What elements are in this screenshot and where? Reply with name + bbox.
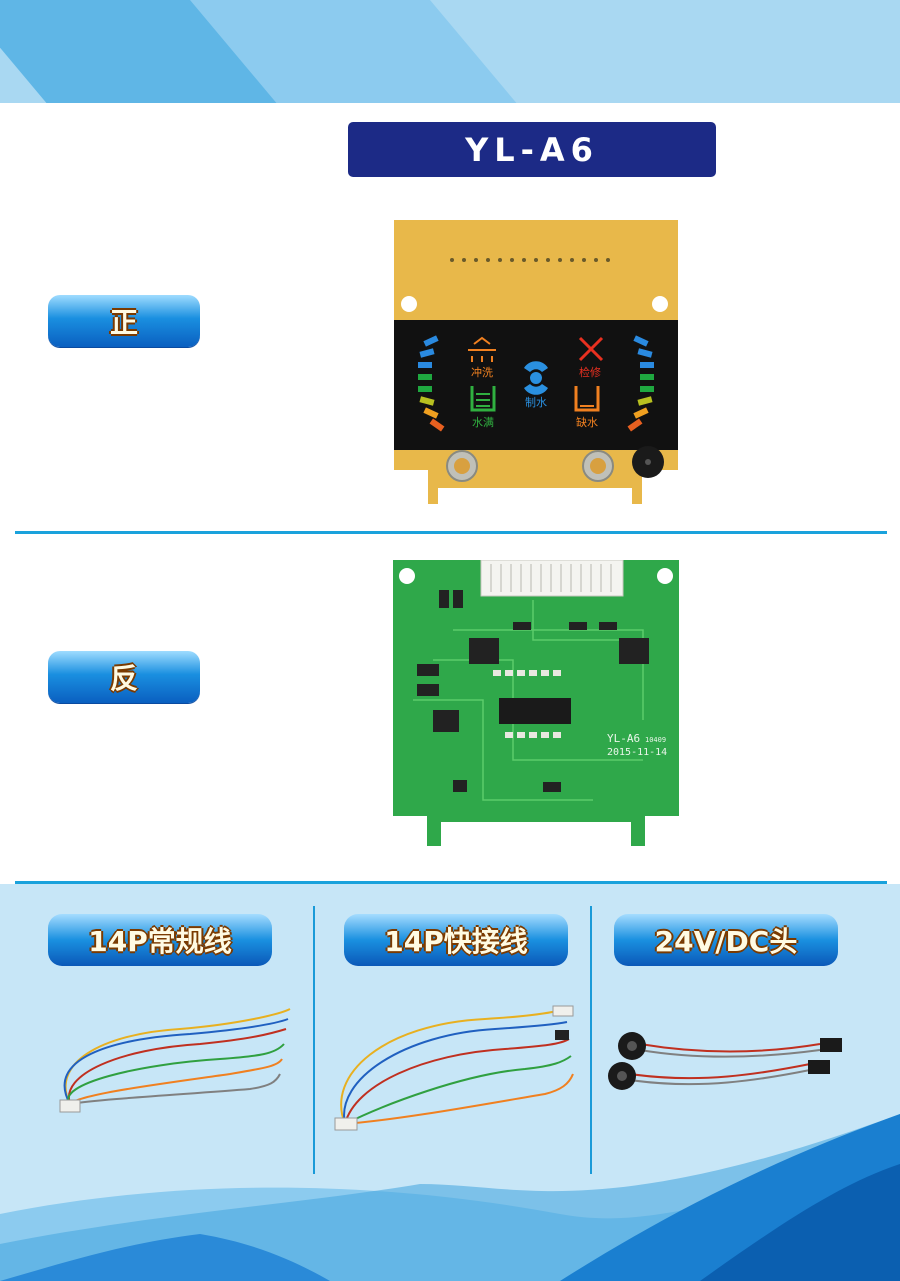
tank-empty-icon bbox=[574, 386, 600, 412]
column-separator bbox=[590, 906, 592, 1174]
cable-dc-image bbox=[608, 1032, 842, 1090]
silk-model: YL-A6 bbox=[607, 732, 640, 745]
flush-icon-label: 冲洗 bbox=[471, 365, 493, 379]
cable-standard-image bbox=[59, 1008, 291, 1113]
silk-code: 10409 bbox=[645, 736, 666, 744]
section-divider bbox=[15, 881, 887, 884]
cable-label-quick: 14P快接线 bbox=[344, 914, 568, 966]
column-separator bbox=[313, 906, 315, 1174]
front-label: 正 bbox=[48, 295, 200, 347]
flush-icon bbox=[468, 336, 496, 362]
wrench-icon bbox=[578, 336, 604, 362]
model-title: YL-A6 bbox=[348, 122, 716, 177]
back-label: 反 bbox=[48, 651, 200, 703]
silk-date: 2015-11-14 bbox=[607, 747, 667, 758]
repair-icon-label: 检修 bbox=[579, 365, 601, 379]
water-short-icon-label: 缺水 bbox=[576, 415, 598, 429]
pcb-front-image: 冲洗 检修 制水 水满 缺水 bbox=[394, 220, 678, 504]
cable-label-dc: 24V/DC头 bbox=[614, 914, 838, 966]
wave-decoration bbox=[0, 1114, 900, 1281]
section-divider bbox=[15, 531, 887, 534]
fan-icon bbox=[524, 361, 548, 395]
make-water-icon-label: 制水 bbox=[525, 396, 547, 409]
tank-full-icon bbox=[470, 386, 496, 412]
top-banner bbox=[0, 0, 900, 103]
pcb-back-image: YL-A6 10409 2015-11-14 bbox=[393, 559, 679, 846]
cable-quick-image bbox=[334, 1005, 574, 1131]
cable-label-standard: 14P常规线 bbox=[48, 914, 272, 966]
cable-section: 14P常规线 14P快接线 24V/DC头 bbox=[0, 884, 900, 1281]
water-full-icon-label: 水满 bbox=[472, 416, 494, 429]
